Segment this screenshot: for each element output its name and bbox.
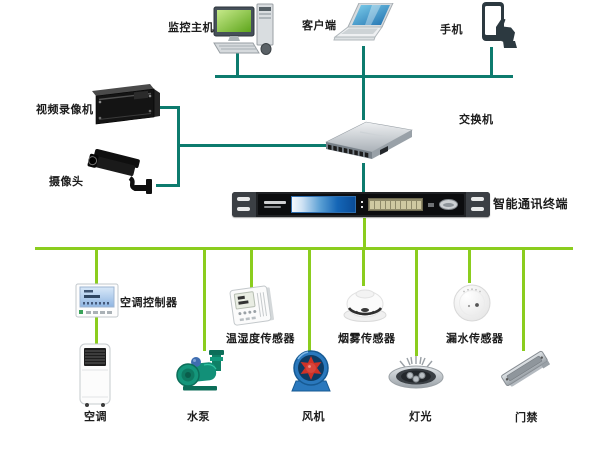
switch-label: 交换机 bbox=[459, 114, 494, 126]
terminal-front-panel bbox=[258, 194, 464, 215]
dvr-branch-line bbox=[156, 106, 180, 109]
light-column-line bbox=[415, 250, 418, 356]
terminal-segment-display bbox=[368, 198, 424, 211]
phone-label: 手机 bbox=[440, 24, 463, 36]
downlight-icon bbox=[388, 356, 444, 389]
axial-fan-icon bbox=[291, 350, 331, 392]
fan-label: 风机 bbox=[302, 411, 325, 423]
phone-drop-line bbox=[490, 47, 493, 75]
door-access-label: 门禁 bbox=[515, 412, 538, 424]
temp-humidity-sensor-icon bbox=[229, 285, 275, 326]
smoke-sensor-drop-line bbox=[362, 250, 365, 286]
cctv-branch-vertical bbox=[177, 106, 180, 187]
laptop-icon bbox=[333, 3, 394, 41]
door-column-line bbox=[522, 250, 525, 351]
monitor-host-label: 监控主机 bbox=[168, 22, 214, 34]
light-label: 灯光 bbox=[409, 411, 432, 423]
water-leak-detector-icon bbox=[453, 284, 491, 322]
portable-ac-icon bbox=[79, 343, 111, 407]
field-bus-line bbox=[35, 247, 573, 250]
smartphone-hand-icon bbox=[482, 2, 517, 48]
magnetic-lock-icon bbox=[501, 350, 551, 387]
rack-ear-right bbox=[466, 192, 490, 217]
thermostat-icon bbox=[75, 283, 119, 318]
terminal-db9-connector bbox=[439, 199, 458, 210]
ac-controller-label: 空调控制器 bbox=[120, 297, 178, 309]
terminal-label: 智能通讯终端 bbox=[493, 197, 569, 211]
terminal-led-dots bbox=[361, 201, 364, 208]
leak-sensor-drop-line bbox=[468, 250, 471, 283]
camera-label: 摄像头 bbox=[49, 176, 84, 188]
pump-column-line bbox=[203, 250, 206, 351]
dvr-server-icon bbox=[92, 84, 160, 125]
camera-branch-line bbox=[156, 184, 180, 187]
ac-label: 空调 bbox=[84, 411, 107, 423]
client-drop-line bbox=[362, 46, 365, 78]
fan-column-line bbox=[308, 250, 311, 351]
temp-sensor-drop-line bbox=[250, 250, 253, 288]
desktop-computer-icon bbox=[213, 3, 274, 55]
water-pump-icon bbox=[176, 350, 224, 391]
terminal-lcd-display bbox=[291, 196, 357, 213]
client-label: 客户端 bbox=[302, 20, 337, 32]
terminal-drop-line bbox=[363, 218, 366, 248]
rack-ear-left bbox=[232, 192, 256, 217]
bus-to-switch-line bbox=[362, 78, 365, 120]
terminal-port-mark bbox=[428, 202, 435, 207]
dvr-label: 视频录像机 bbox=[36, 104, 94, 116]
pump-label: 水泵 bbox=[187, 411, 210, 423]
temp-humidity-label: 温湿度传感器 bbox=[226, 333, 295, 345]
smoke-detector-icon bbox=[343, 289, 387, 322]
rack-terminal-icon bbox=[232, 192, 490, 217]
cctv-to-switch-line bbox=[180, 144, 326, 147]
cctv-camera-icon bbox=[87, 148, 152, 194]
host-drop-line bbox=[236, 52, 239, 75]
leak-sensor-label: 漏水传感器 bbox=[446, 333, 504, 345]
network-switch-icon bbox=[325, 121, 413, 159]
switch-to-terminal-line bbox=[362, 163, 365, 193]
smoke-sensor-label: 烟雾传感器 bbox=[338, 333, 396, 345]
terminal-brand-block bbox=[264, 201, 286, 208]
